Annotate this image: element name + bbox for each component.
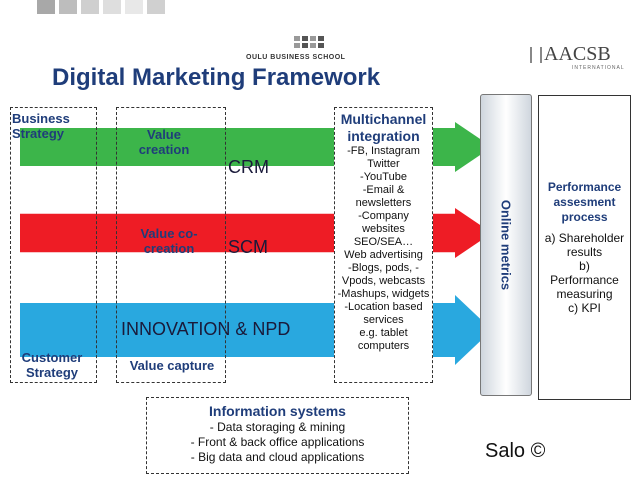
performance-item: Performance xyxy=(550,273,619,287)
information-systems-title: Information systems xyxy=(209,403,346,419)
author-credit: Salo © xyxy=(485,440,546,462)
value-cocreation-label: Value co-creation xyxy=(140,226,198,256)
value-creation-label: Value creation xyxy=(138,127,190,157)
multichannel-title: Multichannel integration xyxy=(340,111,427,144)
multichannel-box: Multichannel integration -FB, Instagram … xyxy=(334,107,433,383)
innovation-label: INNOVATION & NPD xyxy=(121,319,291,339)
strategy-column xyxy=(10,107,97,383)
performance-box: Performance assesment process a) Shareho… xyxy=(538,95,631,400)
scm-label: SCM xyxy=(228,237,268,257)
online-metrics-bar: Online metrics xyxy=(480,94,532,396)
channel-item: computers xyxy=(357,340,410,352)
channel-item: Twitter xyxy=(367,158,400,170)
online-metrics-label: Online metrics xyxy=(498,199,514,291)
channel-item: -Blogs, pods, - xyxy=(348,262,419,274)
information-systems-item: - Big data and cloud applications xyxy=(190,450,365,464)
channel-item: -FB, Instagram xyxy=(347,145,420,157)
channel-item: Vpods, webcasts xyxy=(341,275,426,287)
channel-item: services xyxy=(363,314,404,326)
aacsb-logo-subtext: INTERNATIONAL xyxy=(572,65,625,71)
header-decoration xyxy=(37,0,165,14)
business-strategy-label: Business Strategy xyxy=(12,111,70,141)
channel-item: e.g. tablet xyxy=(359,327,408,339)
crm-label: CRM xyxy=(228,157,269,177)
channel-item: newsletters xyxy=(355,197,412,209)
channel-item: -Company xyxy=(358,210,409,222)
performance-item: c) KPI xyxy=(568,301,601,315)
channel-item: -Mashups, widgets xyxy=(337,288,430,300)
information-systems-item: - Front & back office applications xyxy=(190,435,365,449)
channel-item: -Location based xyxy=(344,301,423,313)
school-logo-mark xyxy=(294,36,324,48)
information-systems-box: Information systems - Data storaging & m… xyxy=(146,397,409,474)
column-icon xyxy=(530,47,542,63)
customer-strategy-label: Customer Strategy xyxy=(21,350,83,380)
value-column xyxy=(116,107,226,383)
channel-item: Web advertising xyxy=(344,249,423,261)
channel-item: SEO/SEA… xyxy=(353,236,414,248)
value-capture-label: Value capture xyxy=(129,358,215,373)
channel-item: -Email & xyxy=(362,184,405,196)
performance-item: results xyxy=(566,245,603,259)
performance-item: a) Shareholder xyxy=(544,231,625,245)
school-logo: OULU BUSINESS SCHOOL xyxy=(246,36,356,66)
aacsb-logo-text: AACSB xyxy=(544,43,611,65)
performance-item: b) xyxy=(579,259,590,273)
information-systems-item: - Data storaging & mining xyxy=(209,420,346,434)
page-title: Digital Marketing Framework xyxy=(52,64,381,91)
performance-item: measuring xyxy=(556,287,613,301)
aacsb-logo: AACSB INTERNATIONAL xyxy=(530,43,630,73)
channel-item: -YouTube xyxy=(360,171,407,183)
channel-item: websites xyxy=(362,223,405,235)
performance-title: Performance assesment process xyxy=(547,180,622,224)
school-logo-text: OULU BUSINESS SCHOOL xyxy=(246,54,346,61)
